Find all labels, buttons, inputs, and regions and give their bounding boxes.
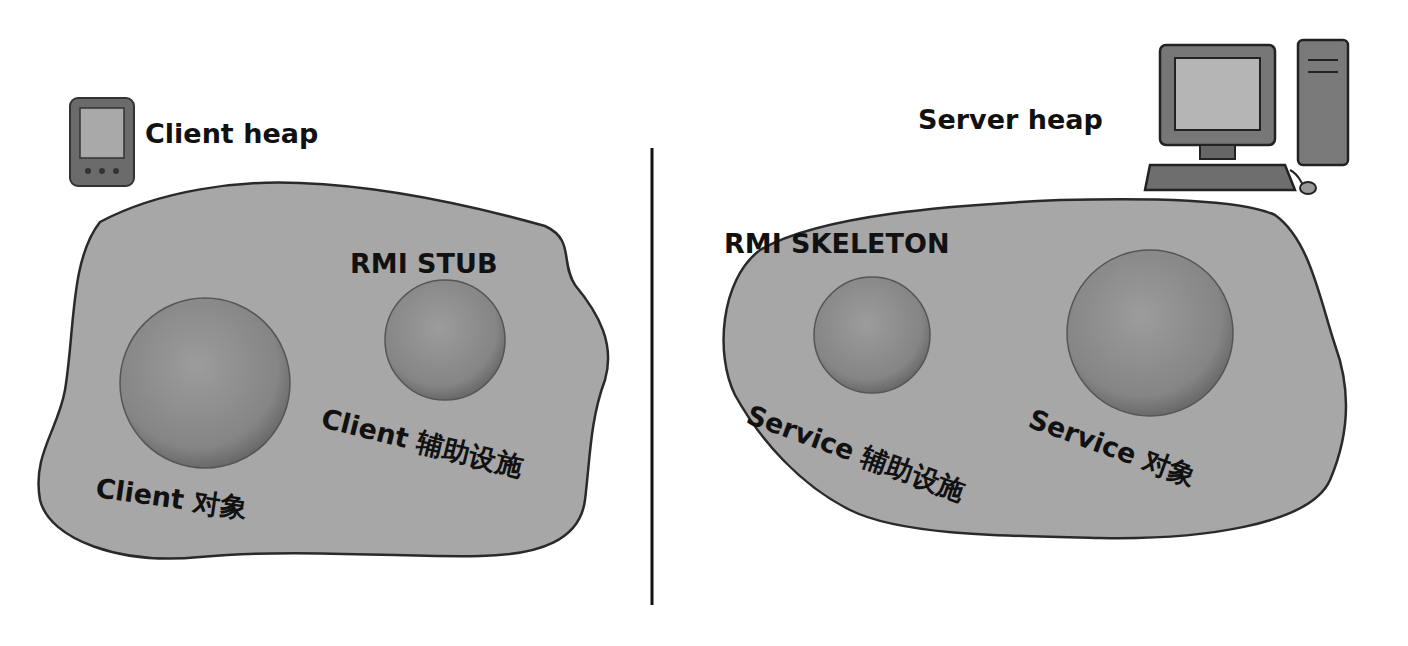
object-node: Service 对象 (1022, 245, 1277, 500)
object-node: RMI STUB Client 辅助设施 (312, 240, 582, 486)
divider-line (651, 148, 654, 605)
heap-label: Server heap (918, 104, 1103, 135)
pda-icon (70, 98, 134, 186)
object-node: RMI SKELETON Service 辅助设施 (715, 225, 1035, 511)
heap-label: Client heap (145, 118, 318, 149)
heap-outline (700, 95, 1370, 565)
heap-region: Server heapRMI SKELETON Service 辅助设施 Servi… (700, 95, 1370, 565)
helper-label: RMI SKELETON (724, 228, 950, 259)
computer-icon (1145, 40, 1348, 194)
object-label: Service 辅助设施 (743, 399, 969, 507)
object-circle (715, 225, 1035, 475)
object-label: Client 辅助设施 (318, 402, 526, 482)
object-label: Service 对象 (1025, 403, 1201, 492)
object-node: Client 对象 (88, 295, 303, 528)
object-label: Client 对象 (94, 472, 249, 524)
heap-region: Client heapClient 对象 RMI STUB Client 辅助设施 (30, 95, 630, 575)
helper-label: RMI STUB (350, 248, 497, 279)
